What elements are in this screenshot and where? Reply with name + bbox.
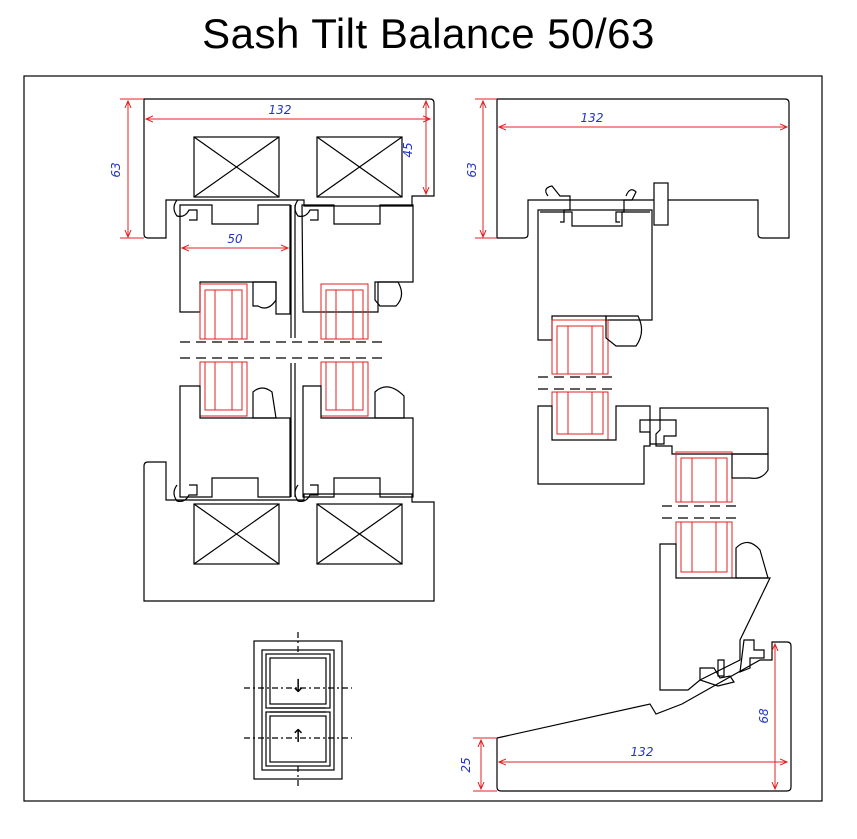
dim-left-width: 132	[269, 103, 292, 117]
dim-left-sash: 50	[227, 232, 243, 246]
drawing-frame	[23, 75, 823, 802]
right-bottom-section	[473, 451, 792, 792]
dim-right-top-height: 63	[465, 162, 479, 177]
dim-right-bottom-right: 68	[757, 708, 771, 724]
dim-left-inner: 45	[401, 142, 415, 157]
left-section	[120, 98, 435, 602]
arrow-up-icon: ↑	[290, 726, 305, 747]
dim-right-bottom-left: 25	[459, 757, 473, 772]
right-top-section	[475, 98, 790, 485]
dim-right-top-width: 132	[581, 111, 604, 125]
dim-left-height: 63	[109, 162, 123, 177]
window-elevation	[244, 632, 352, 788]
page-title: Sash Tilt Balance 50/63	[202, 10, 655, 57]
dim-right-bottom-width: 132	[631, 745, 654, 759]
arrow-down-icon: ↓	[290, 676, 305, 697]
